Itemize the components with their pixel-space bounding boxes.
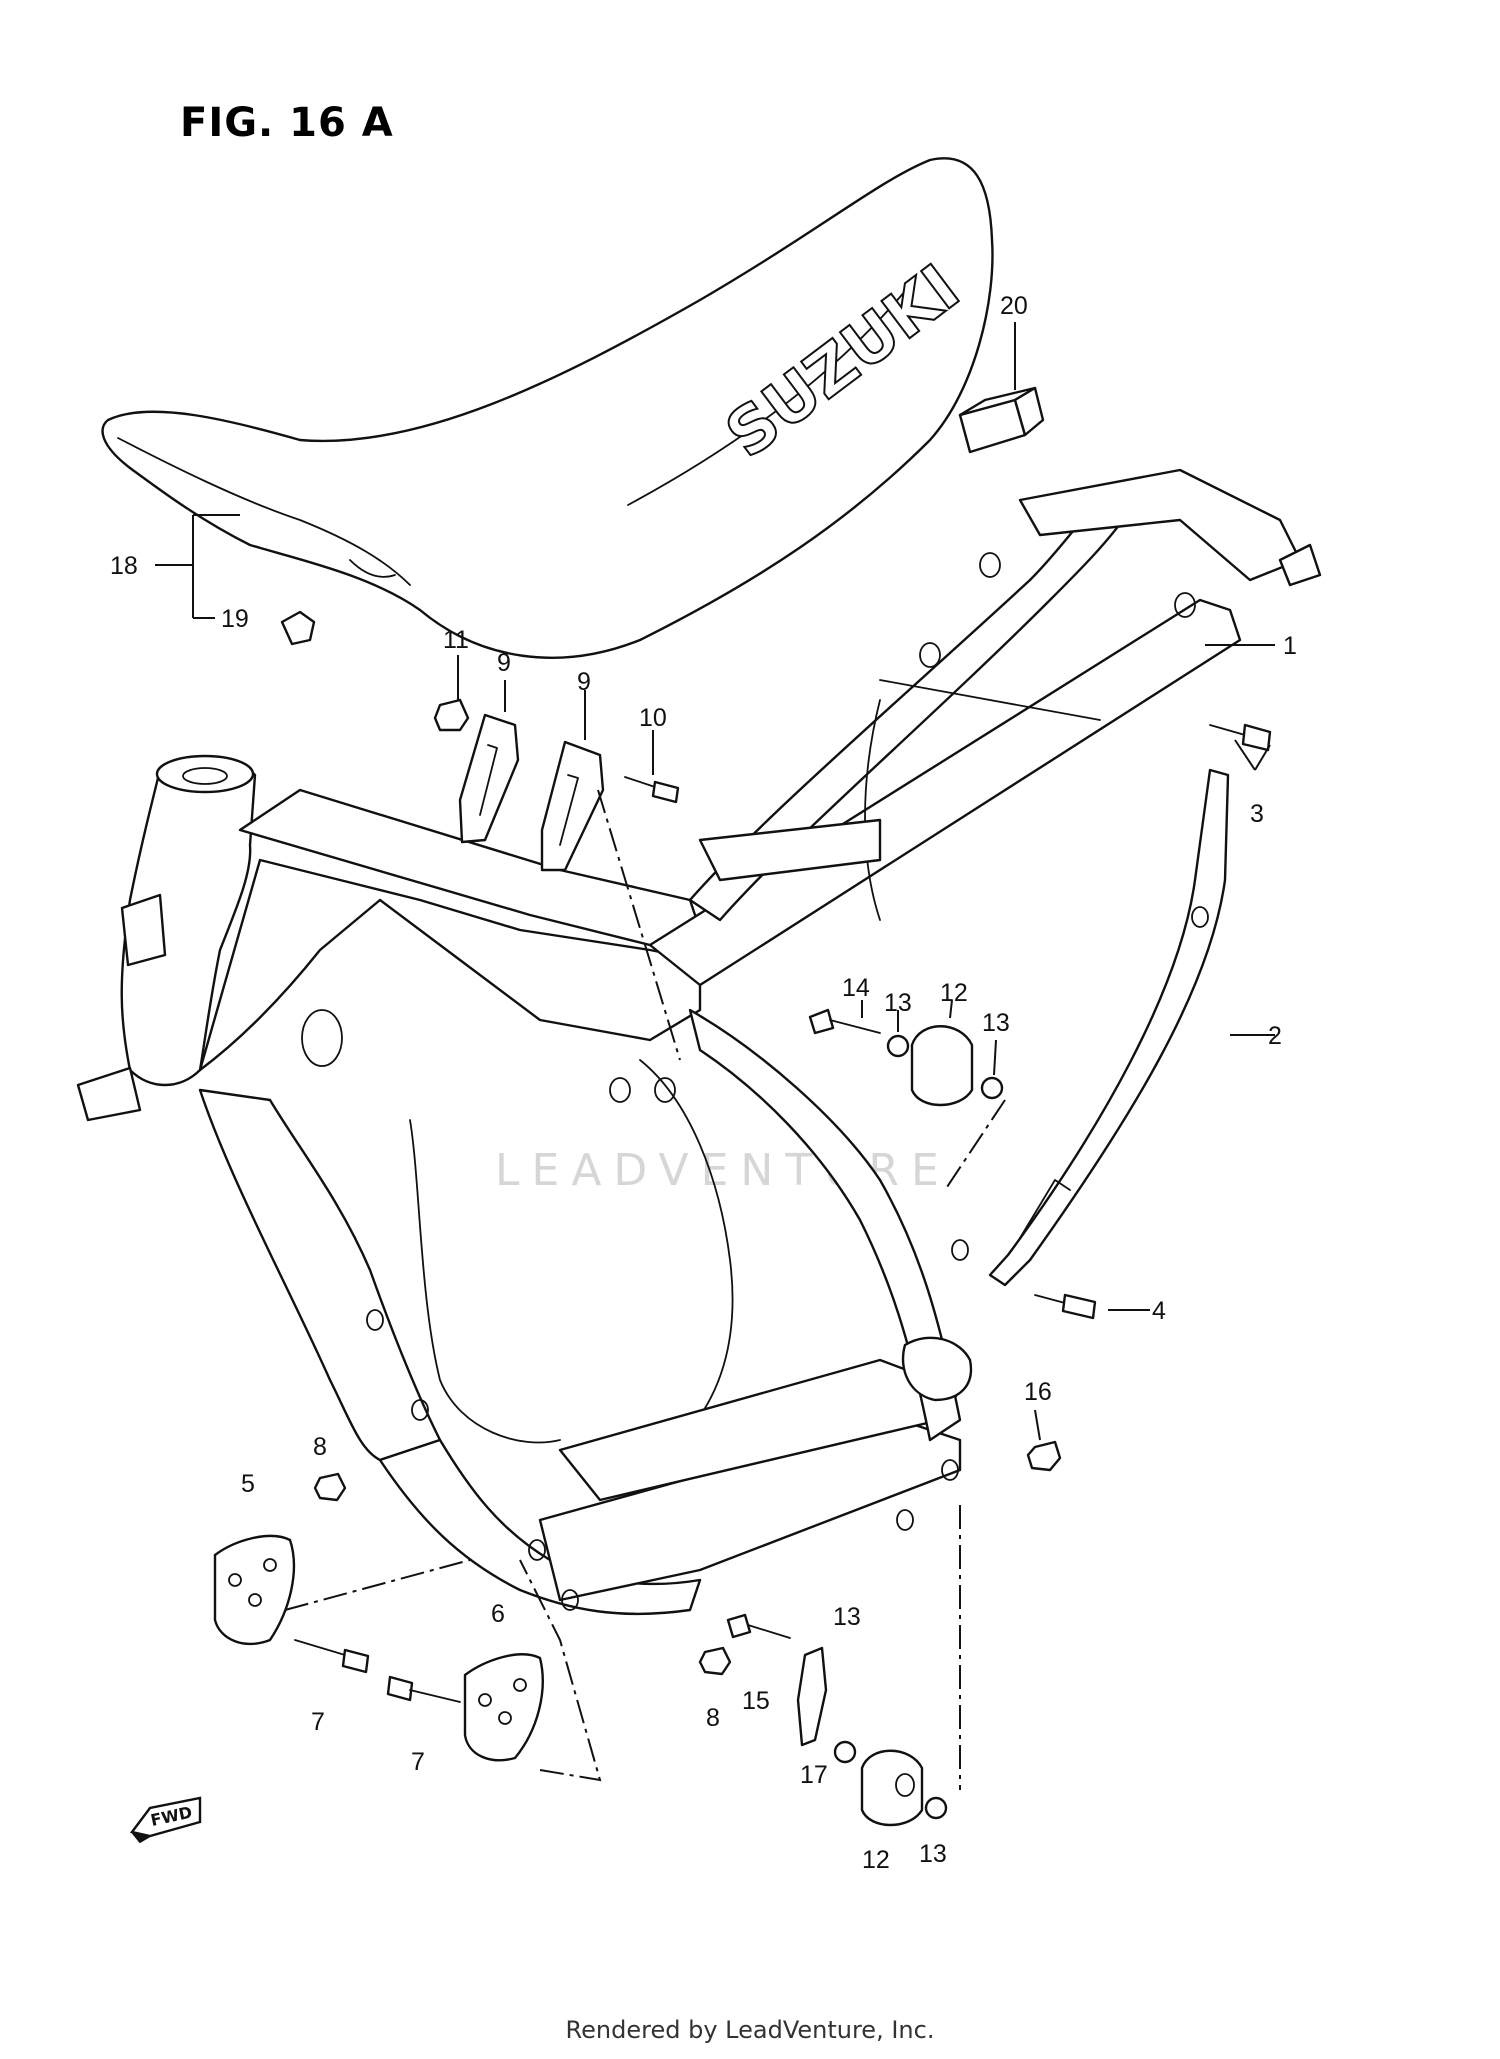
callout-19: 19 xyxy=(221,605,249,633)
callout-13d: 13 xyxy=(919,1840,947,1868)
callout-11: 11 xyxy=(443,626,469,654)
nut-16 xyxy=(1026,1440,1062,1472)
bolt-10 xyxy=(624,776,680,804)
nuts-8 xyxy=(313,1472,732,1676)
engine-mount-plate-6 xyxy=(463,1653,544,1762)
forward-arrow-icon: FWD xyxy=(129,1796,202,1844)
callout-14: 14 xyxy=(842,974,870,1002)
callout-17: 17 xyxy=(800,1761,828,1789)
rear-stay xyxy=(988,768,1230,1287)
bolts-7 xyxy=(294,1639,461,1703)
washers xyxy=(833,1034,1004,1820)
callout-15: 15 xyxy=(742,1687,770,1715)
seat: SUZUKI xyxy=(101,157,994,659)
cushion-upper xyxy=(910,1025,974,1107)
callout-6: 6 xyxy=(491,1600,505,1628)
callout-20: 20 xyxy=(1000,292,1028,320)
footer-credit: Rendered by LeadVenture, Inc. xyxy=(565,2016,935,2044)
assembly-lines xyxy=(284,789,1006,1790)
callout-16: 16 xyxy=(1024,1378,1052,1406)
engine-mount-plate-5 xyxy=(213,1534,296,1646)
bolt-4 xyxy=(1034,1293,1097,1320)
cushion-block xyxy=(958,386,1045,454)
fig-title: FIG. 16 A xyxy=(180,100,394,146)
callout-8a: 8 xyxy=(313,1433,327,1461)
main-frame xyxy=(76,468,1322,1616)
callout-10: 10 xyxy=(639,704,667,732)
bolt-15 xyxy=(726,1613,791,1639)
callout-3: 3 xyxy=(1250,800,1264,828)
callout-9b: 9 xyxy=(577,668,591,696)
callout-8b: 8 xyxy=(706,1704,720,1732)
bracket-17 xyxy=(796,1646,828,1747)
callout-12a: 12 xyxy=(940,979,968,1007)
callout-4: 4 xyxy=(1152,1297,1166,1325)
callout-labels: 1 2 3 4 5 6 7 7 8 8 9 9 10 11 12 12 13 1… xyxy=(110,292,1297,1874)
callout-7b: 7 xyxy=(411,1748,425,1776)
callout-1: 1 xyxy=(1283,632,1297,660)
cushion-lower xyxy=(860,1749,924,1827)
bolt-14 xyxy=(808,1008,881,1035)
callout-9a: 9 xyxy=(497,649,511,677)
callout-18: 18 xyxy=(110,552,138,580)
brackets xyxy=(458,713,605,872)
grommet xyxy=(280,610,316,646)
callout-7a: 7 xyxy=(311,1708,325,1736)
callout-13b: 13 xyxy=(982,1009,1010,1037)
callout-5: 5 xyxy=(241,1470,255,1498)
callout-13c: 13 xyxy=(833,1603,861,1631)
callout-13a: 13 xyxy=(884,989,912,1017)
callout-2: 2 xyxy=(1268,1022,1282,1050)
leader-lines xyxy=(155,322,1275,1441)
callout-12b: 12 xyxy=(862,1846,890,1874)
nut-11 xyxy=(433,698,470,732)
